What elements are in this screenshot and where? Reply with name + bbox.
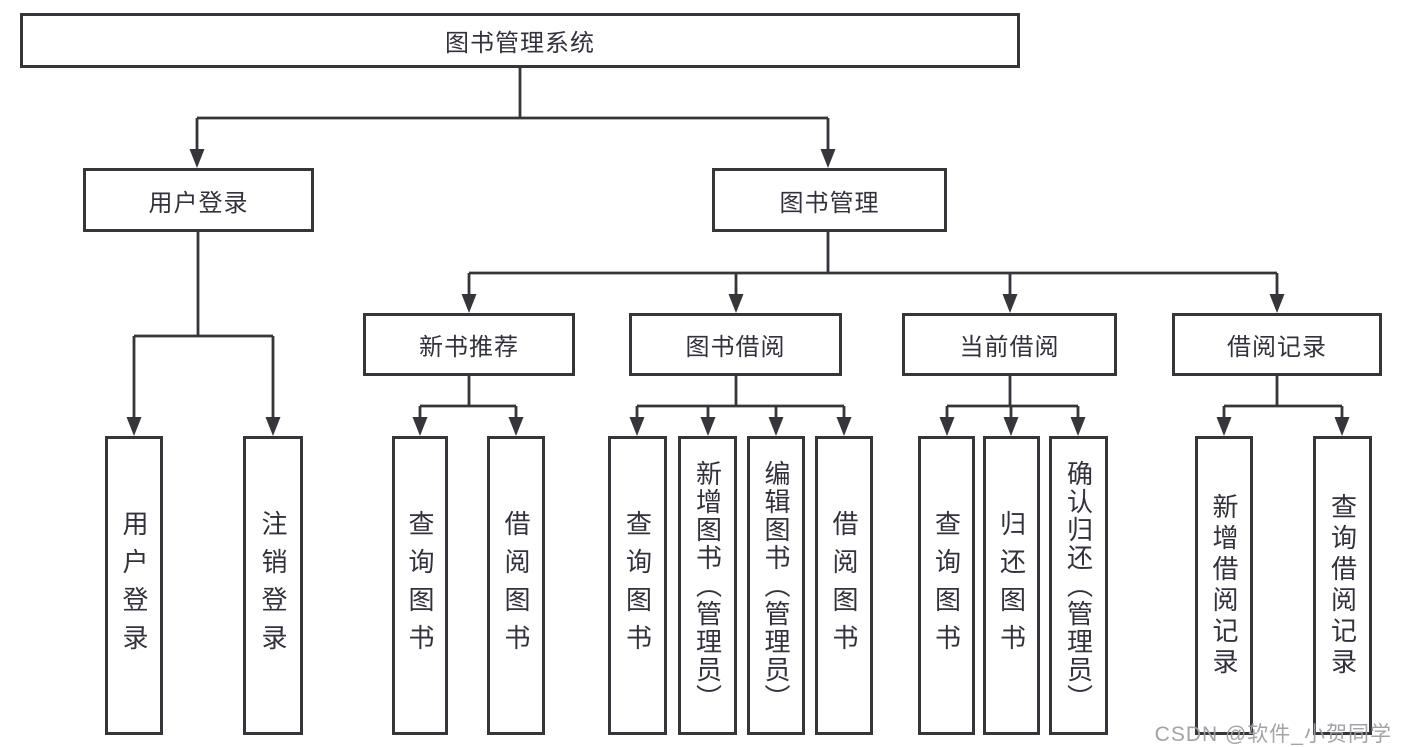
leaf-borrow-books-borrow: 借阅图书	[815, 436, 873, 735]
node-new-book-recommendation: 新书推荐	[363, 313, 575, 376]
leaf-query-books-recommend: 查询图书	[392, 436, 448, 735]
leaf-logout: 注销登录	[243, 436, 303, 735]
leaf-query-borrow-record: 查询借阅记录	[1313, 436, 1372, 735]
node-user-login: 用户登录	[83, 168, 314, 232]
leaf-query-books-current: 查询图书	[918, 436, 975, 735]
node-book-borrowing: 图书借阅	[629, 313, 842, 376]
node-book-management: 图书管理	[712, 168, 947, 232]
leaf-user-login: 用户登录	[105, 436, 163, 735]
leaf-query-books-borrow: 查询图书	[608, 436, 667, 735]
node-current-borrowing: 当前借阅	[902, 313, 1117, 376]
leaf-edit-book-admin: 编辑图书（管理员）	[747, 436, 805, 735]
leaf-add-book-admin: 新增图书（管理员）	[678, 436, 737, 735]
leaf-add-borrow-record: 新增借阅记录	[1195, 436, 1253, 735]
node-library-management-system: 图书管理系统	[20, 13, 1020, 68]
leaf-return-books: 归还图书	[983, 436, 1040, 735]
csdn-watermark: CSDN @软件_小贺同学	[1154, 723, 1392, 746]
leaf-borrow-books-recommend: 借阅图书	[487, 436, 545, 735]
node-borrowing-records: 借阅记录	[1172, 313, 1382, 376]
leaf-confirm-return-admin: 确认归还（管理员）	[1049, 436, 1108, 735]
